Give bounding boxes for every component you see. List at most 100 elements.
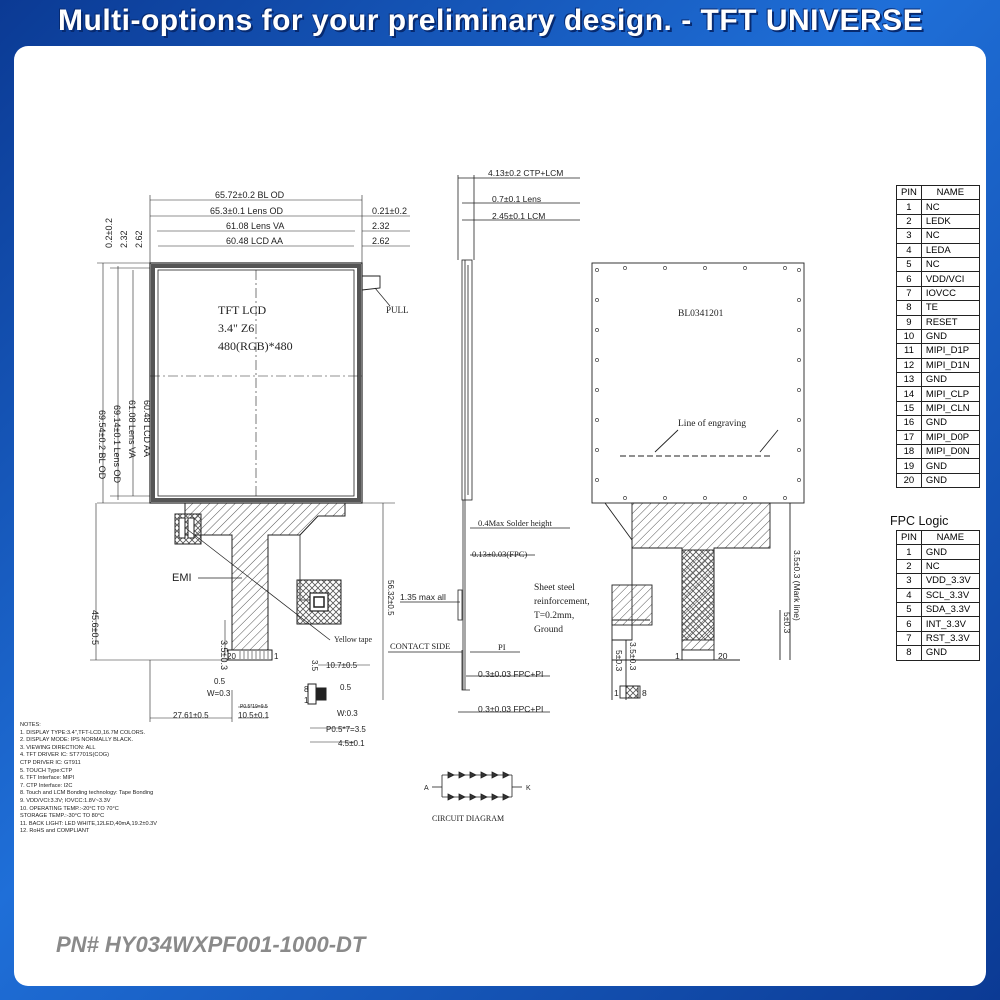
pin-name: VDD/VCI bbox=[920, 271, 980, 287]
fpc-logic-title: FPC Logic bbox=[890, 514, 949, 528]
title-banner: Multi-options for your preliminary desig… bbox=[0, 0, 1000, 44]
note-line: 9. VDD/VCI:3.3V; IOVCC:1.8V~3.3V bbox=[20, 797, 111, 804]
pin-number: 19 bbox=[896, 458, 922, 474]
notes-block: NOTES: 1. DISPLAY TYPE:3.4",TFT-LCD,16.7… bbox=[20, 722, 157, 836]
pin-name: MIPI_D1N bbox=[920, 357, 980, 374]
pin-number: 3 bbox=[896, 228, 922, 244]
dim-lens-thk: 0.7±0.1 Lens bbox=[492, 194, 541, 204]
dim-left-1: 0.2±0.2 bbox=[104, 218, 114, 248]
dim-135: 1.35 max all bbox=[400, 592, 446, 602]
pi-label: PI bbox=[498, 642, 506, 652]
pin-number: 12 bbox=[896, 357, 922, 374]
dim-solder: 0.4Max Solder height bbox=[478, 518, 553, 528]
pin-number: 10 bbox=[896, 328, 922, 345]
note-line: 7. CTP Interface: I2C bbox=[20, 782, 73, 789]
pin-1b: 1 bbox=[304, 696, 309, 705]
drawing-panel: 65.72±0.2 BL OD 65.3±0.1 Lens OD 61.08 L… bbox=[14, 46, 986, 986]
pin-name: NC bbox=[920, 558, 980, 575]
dim-lens-od: 65.3±0.1 Lens OD bbox=[210, 206, 283, 216]
dim-w03: W=0.3 bbox=[207, 689, 231, 698]
pin-name: VDD_3.3V bbox=[920, 573, 980, 589]
dim-right-1: 0.21±0.2 bbox=[372, 206, 407, 216]
dim-lcm-thk: 2.45±0.1 LCM bbox=[492, 211, 545, 221]
pin-name: MIPI_CLP bbox=[920, 386, 980, 402]
pin-name: NC bbox=[920, 228, 980, 244]
note-line: 4. TFT DRIVER IC: ST7701S(COG) bbox=[20, 752, 110, 759]
pin-name: MIPI_D1P bbox=[920, 343, 980, 359]
dim-fpc-len: 45.6±0.5 bbox=[90, 610, 100, 645]
steel-line-4: Ground bbox=[534, 625, 563, 635]
pin-name: INT_3.3V bbox=[920, 616, 980, 632]
pin-name: GND bbox=[920, 458, 980, 474]
pin-name: NC bbox=[920, 256, 980, 273]
pin-name: GND bbox=[920, 415, 980, 431]
pin-number: 16 bbox=[896, 415, 922, 431]
note-line: 12. RoHS and COMPLIANT bbox=[20, 828, 90, 835]
note-line: NOTES: bbox=[20, 722, 41, 728]
contact-side-label: CONTACT SIDE bbox=[390, 641, 450, 651]
pin-number: 2 bbox=[896, 558, 922, 575]
pin-name: GND bbox=[920, 328, 980, 345]
pin-number: 5 bbox=[896, 601, 922, 618]
pin-20: 20 bbox=[227, 652, 236, 661]
front-view bbox=[90, 195, 410, 743]
back-pin-20: 20 bbox=[718, 651, 728, 661]
pin-name: IOVCC bbox=[920, 285, 980, 302]
pin-name: RST_3.3V bbox=[920, 630, 980, 647]
dim-lens-va-v: 61.08 Lens VA bbox=[127, 400, 137, 458]
engraving-label: Line of engraving bbox=[678, 418, 746, 429]
circuit-k: K bbox=[526, 785, 531, 792]
dim-35-back: 3.5±0.3 bbox=[628, 642, 638, 671]
dim-5-left: 5±0.3 bbox=[614, 650, 624, 671]
banner-title: Multi-options for your preliminary desig… bbox=[58, 4, 924, 37]
bl-part-label: BL0341201 bbox=[678, 309, 724, 319]
note-line: STORAGE TEMP.:-30°C TO 80°C bbox=[20, 813, 105, 820]
pin-number: 6 bbox=[896, 271, 922, 287]
dim-5-right: 5±0.3 bbox=[782, 612, 792, 633]
dim-105: 10.5±0.1 bbox=[238, 711, 270, 720]
pin-name: MIPI_D0N bbox=[920, 444, 980, 460]
dim-lcd-aa-v: 60.48 LCD AA bbox=[142, 400, 152, 457]
dim-fpc-pi-1: 0.3±0.03 FPC+PI bbox=[478, 669, 543, 679]
pin-number: 20 bbox=[896, 472, 922, 489]
lcd-line-1: TFT LCD bbox=[218, 303, 266, 317]
pin-name: SDA_3.3V bbox=[920, 601, 980, 618]
note-line: 3. VIEWING DIRECTION: ALL bbox=[20, 744, 96, 751]
dim-35b: 3.5 bbox=[310, 660, 319, 672]
pin-name: LEDK bbox=[920, 213, 980, 230]
name-header: NAME bbox=[920, 529, 980, 546]
note-line: 8. Touch and LCM Bonding technology: Tap… bbox=[20, 790, 154, 797]
technical-drawing: 65.72±0.2 BL OD 65.3±0.1 Lens OD 61.08 L… bbox=[90, 168, 805, 823]
dim-lens-od-v: 69.14±0.1 Lens OD bbox=[112, 405, 122, 483]
dim-pitch-19: P0.5*19=9.5 bbox=[240, 704, 268, 710]
pin-number: 13 bbox=[896, 372, 922, 388]
pin-number: 3 bbox=[896, 573, 922, 589]
pin-number: 18 bbox=[896, 444, 922, 460]
circuit-a: A bbox=[424, 785, 429, 792]
emi-label: EMI bbox=[172, 572, 192, 584]
pin-number: 14 bbox=[896, 386, 922, 402]
pin-number: 8 bbox=[896, 300, 922, 316]
dim-05b: 0.5 bbox=[340, 683, 352, 692]
dim-pitch-7: P0.5*7=3.5 bbox=[326, 725, 366, 734]
note-line: 11. BACK LIGHT: LED WHITE,12LED,40mA,19.… bbox=[20, 820, 157, 827]
dim-mark-line: 3.5±0.3 (Mark line) bbox=[792, 550, 802, 621]
pin-1: 1 bbox=[274, 652, 279, 661]
dim-left-3: 2.62 bbox=[134, 230, 144, 248]
pin-number: 1 bbox=[896, 544, 922, 560]
note-line: 6. TFT Interface: MIPI bbox=[20, 775, 75, 782]
pin-number: 6 bbox=[896, 616, 922, 632]
pin-name: NC bbox=[920, 199, 980, 215]
